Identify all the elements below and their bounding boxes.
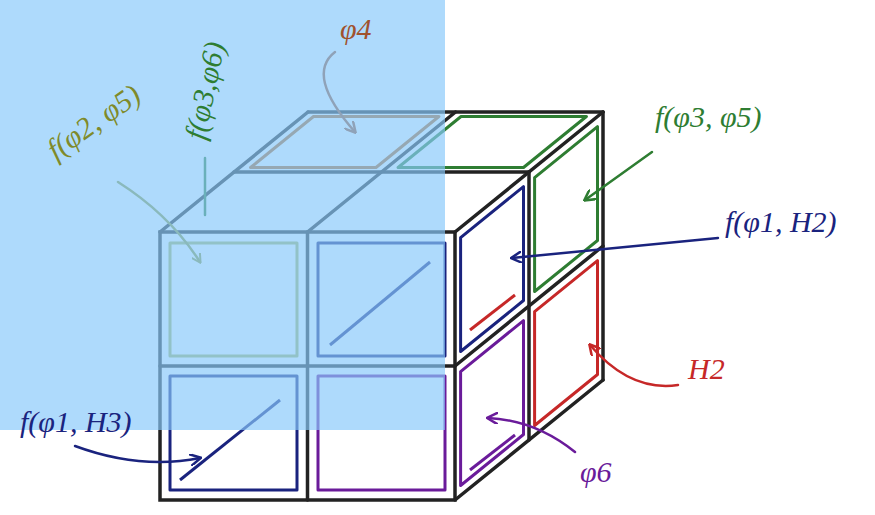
callout-label: f(φ1, H3) <box>20 405 132 438</box>
highlight-overlay <box>0 0 445 430</box>
leader-arrow <box>590 345 678 386</box>
cell-outline <box>535 261 598 426</box>
cell-outline <box>461 321 524 486</box>
callout-label: f(φ3, φ5) <box>655 100 762 133</box>
leader-arrow <box>585 152 652 200</box>
callout-label: H2 <box>688 352 725 385</box>
callout-label: φ4 <box>340 12 372 45</box>
leader-arrow <box>512 238 718 258</box>
leader-arrow <box>75 446 200 462</box>
leader-arrow <box>488 418 575 452</box>
callout-label: f(φ1, H2) <box>725 205 837 238</box>
cell-diagonal <box>470 435 515 470</box>
callout-label: φ6 <box>580 455 612 488</box>
